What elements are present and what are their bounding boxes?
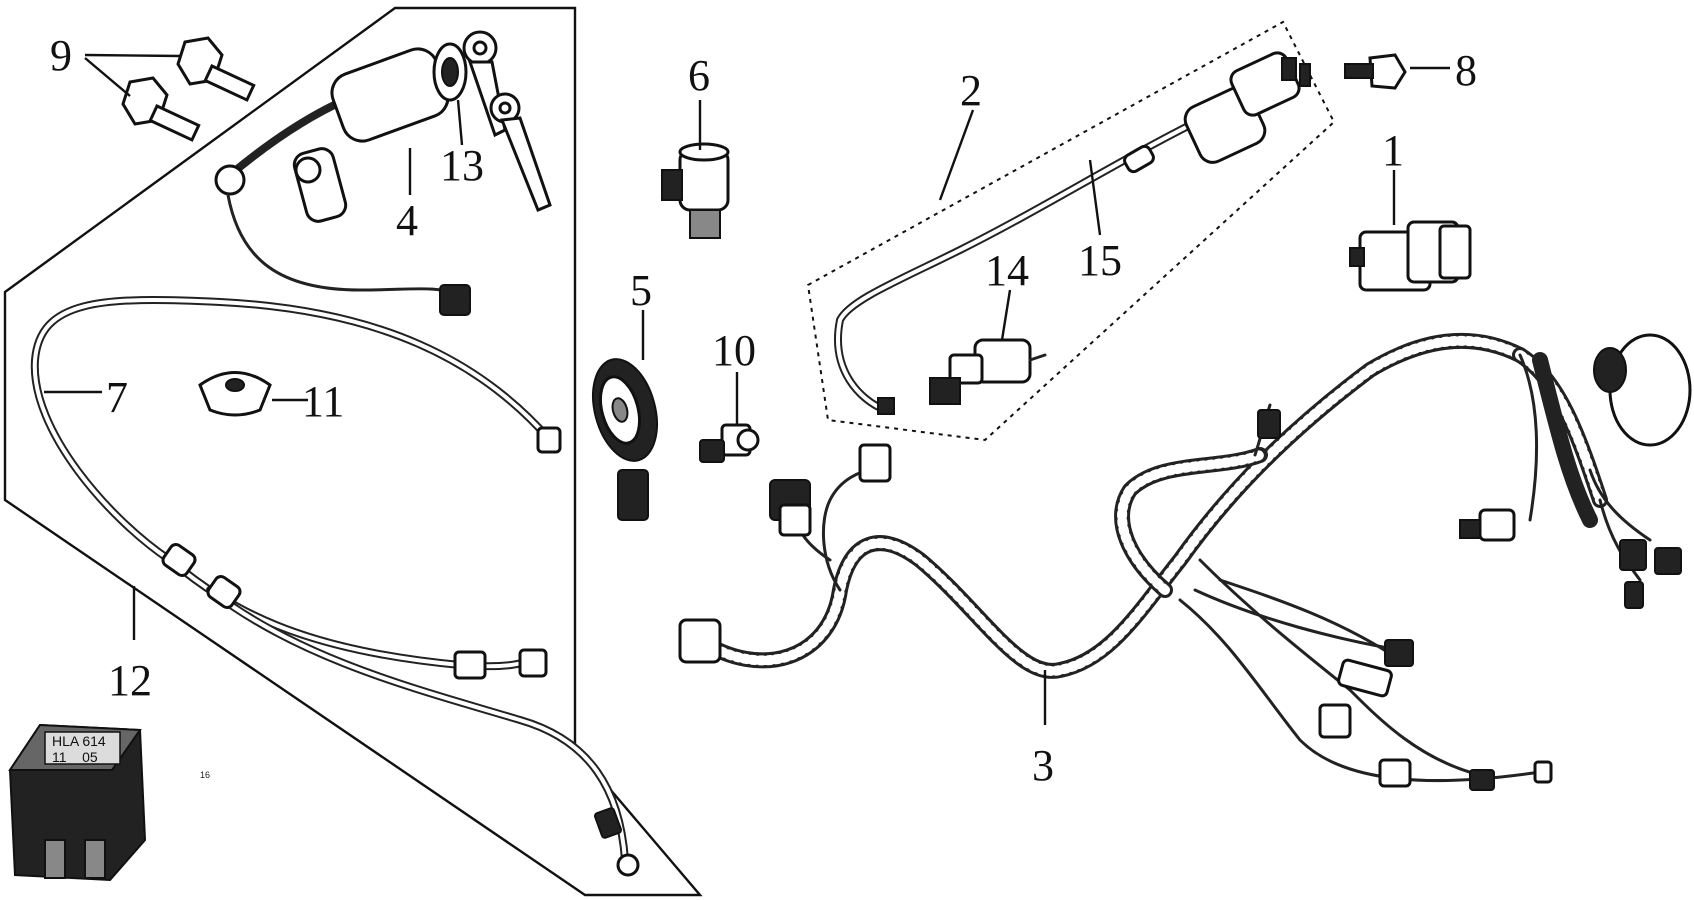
callout-5: 5 xyxy=(630,266,652,315)
flasher-relay xyxy=(8,723,147,882)
starter-switch-assembly xyxy=(834,51,1311,415)
callout-11: 11 xyxy=(302,377,344,426)
relay-label-line2: 11 05 xyxy=(52,749,98,765)
callout-8: 8 xyxy=(1455,46,1477,95)
callout-6: 6 xyxy=(688,51,710,100)
horn xyxy=(592,358,658,521)
horn-switch xyxy=(661,142,730,239)
rubber-grommet xyxy=(198,371,272,417)
ignition-switch xyxy=(214,42,471,316)
switch-group-outline xyxy=(806,20,1336,442)
relay-label-line1: HLA 614 xyxy=(52,733,106,749)
callout-9: 9 xyxy=(50,31,72,80)
starter-relay xyxy=(1349,220,1472,292)
callout-14: 14 xyxy=(985,246,1029,295)
callout-1: 1 xyxy=(1382,126,1404,175)
brake-cable xyxy=(161,542,640,877)
callout-7: 7 xyxy=(106,373,128,422)
main-wiring-harness xyxy=(678,332,1692,791)
callout-3: 3 xyxy=(1032,741,1054,790)
callout-2: 2 xyxy=(960,66,982,115)
stop-switch xyxy=(699,423,760,463)
speedometer-cable xyxy=(30,295,562,564)
clutch-switch xyxy=(929,338,1047,405)
callout-16: 16 xyxy=(200,770,210,780)
callout-13: 13 xyxy=(440,141,484,190)
left-panel-outline xyxy=(3,6,703,897)
callout-4: 4 xyxy=(396,196,418,245)
leader-lines xyxy=(44,53,1450,725)
bolt-pair xyxy=(121,36,256,142)
callout-15: 15 xyxy=(1078,236,1122,285)
ignition-keys xyxy=(462,30,552,212)
callout-10: 10 xyxy=(712,326,756,375)
callout-12: 12 xyxy=(108,656,152,705)
neutral-sensor xyxy=(1344,53,1407,90)
